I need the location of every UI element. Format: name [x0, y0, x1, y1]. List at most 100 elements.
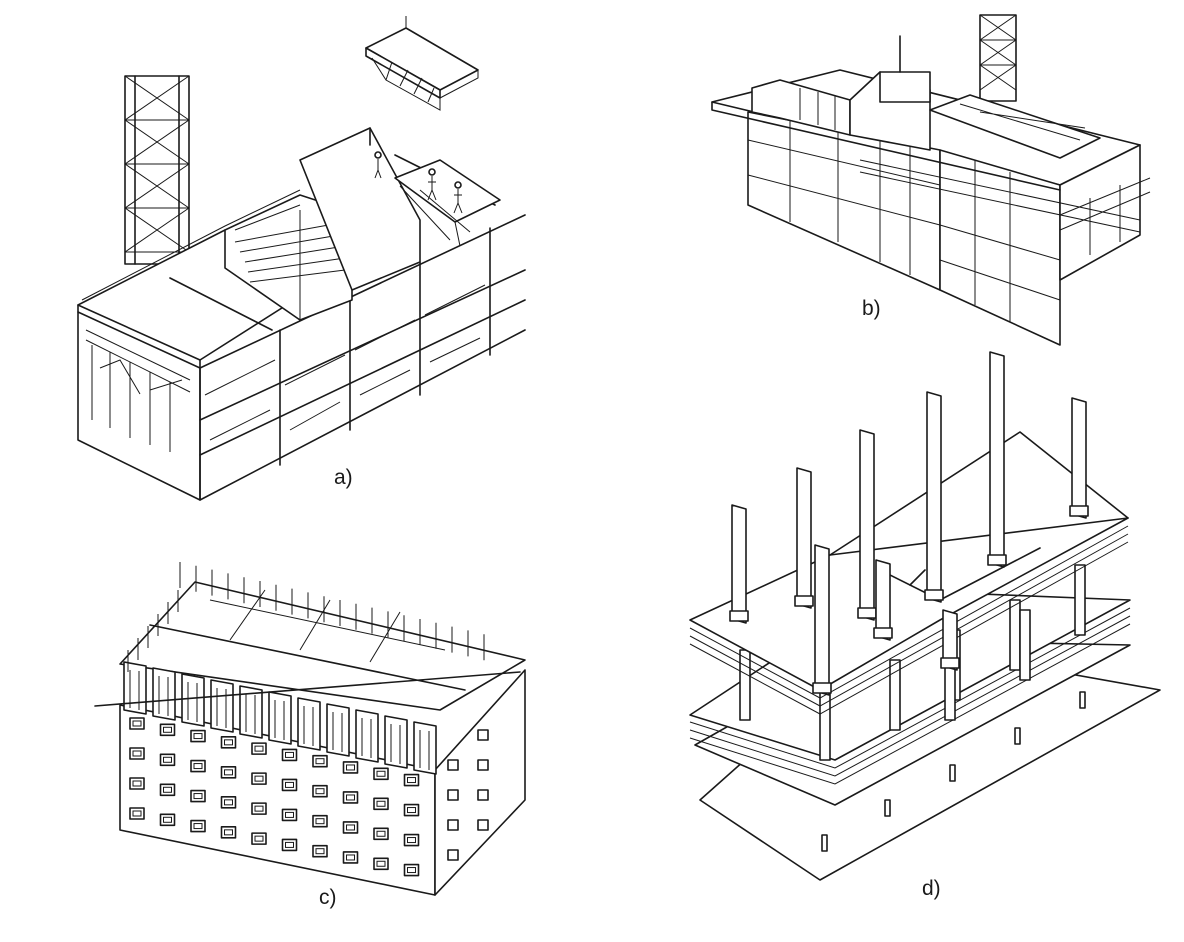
tall-column	[814, 544, 830, 696]
form-panel	[181, 673, 205, 727]
side-window	[447, 849, 459, 861]
building-d	[689, 351, 1161, 881]
window-pane	[285, 751, 294, 758]
window	[159, 753, 176, 767]
window-pane	[285, 841, 294, 848]
side-window	[477, 729, 489, 741]
column	[1019, 609, 1031, 681]
leg	[821, 834, 828, 852]
window	[220, 796, 237, 809]
building-b	[711, 35, 1151, 346]
window-pane	[315, 818, 325, 825]
support-legs-d	[821, 691, 1086, 852]
tall-column	[942, 609, 958, 671]
side-window	[447, 819, 459, 831]
window-pane	[407, 807, 416, 814]
window-grid-c	[129, 717, 489, 877]
window	[220, 736, 237, 749]
window	[220, 766, 237, 779]
window-pane	[224, 769, 233, 776]
window	[190, 819, 206, 833]
panel-label-d: d)	[922, 877, 941, 900]
window-pane	[193, 793, 203, 800]
form-panel	[326, 703, 350, 757]
rebar-stubs-c	[127, 562, 485, 672]
tall-column	[875, 559, 891, 641]
window-pane	[376, 770, 386, 777]
window	[342, 821, 359, 834]
leg	[884, 799, 891, 817]
window-pane	[346, 824, 355, 831]
window	[342, 851, 359, 864]
side-window	[447, 759, 459, 771]
window	[159, 783, 176, 797]
window-pane	[224, 829, 233, 836]
tall-column	[1071, 397, 1087, 519]
form-panel	[297, 697, 321, 751]
window-pane	[254, 805, 264, 812]
worker-figures	[374, 151, 463, 214]
panel-label-a: a)	[334, 466, 353, 489]
column-cap	[794, 595, 814, 607]
column	[1074, 564, 1086, 636]
window-pane	[407, 837, 416, 844]
tall-column	[731, 504, 747, 624]
leg	[1079, 691, 1086, 709]
window-pane	[407, 777, 416, 784]
form-panel	[210, 679, 234, 733]
column-cap	[940, 657, 960, 669]
panel-a-drawing	[77, 16, 526, 501]
tall-column	[796, 467, 812, 609]
window	[159, 723, 176, 737]
window-pane	[163, 726, 172, 733]
building-a	[77, 127, 526, 501]
panel-c-drawing	[94, 562, 526, 896]
window	[342, 791, 359, 804]
window-pane	[193, 733, 203, 740]
window-pane	[407, 867, 416, 874]
side-window	[447, 789, 459, 801]
column-cap	[812, 682, 832, 694]
window-pane	[254, 745, 264, 752]
window	[190, 789, 206, 803]
window	[190, 759, 206, 773]
window	[251, 772, 267, 785]
window	[312, 814, 328, 828]
column-cap	[1069, 505, 1089, 517]
panel-label-c: c)	[319, 886, 337, 909]
side-window	[477, 759, 489, 771]
window	[403, 833, 420, 847]
column	[739, 649, 751, 721]
window-pane	[376, 830, 386, 837]
tall-column	[926, 391, 942, 603]
column-cap	[987, 554, 1007, 566]
window-pane	[163, 816, 172, 823]
window	[190, 729, 206, 743]
window-pane	[285, 781, 294, 788]
building-c	[94, 562, 526, 896]
form-panel	[355, 709, 379, 763]
form-panel	[268, 691, 292, 745]
window	[281, 748, 298, 762]
column	[1009, 599, 1021, 671]
window	[403, 863, 420, 877]
tower-crane-a	[124, 75, 190, 265]
panel-d-drawing	[689, 351, 1161, 881]
panel-label-b: b)	[862, 297, 881, 320]
side-window	[477, 789, 489, 801]
window	[342, 761, 359, 774]
form-panel	[413, 721, 437, 775]
window-pane	[224, 739, 233, 746]
window-pane	[132, 780, 142, 787]
window	[251, 832, 267, 845]
window	[129, 777, 145, 790]
window	[251, 802, 267, 815]
window-pane	[376, 860, 386, 867]
window	[281, 808, 298, 822]
column-cap	[924, 589, 944, 601]
window-pane	[132, 810, 142, 817]
window-pane	[254, 775, 264, 782]
window-pane	[315, 848, 325, 855]
column-cap	[729, 610, 749, 622]
